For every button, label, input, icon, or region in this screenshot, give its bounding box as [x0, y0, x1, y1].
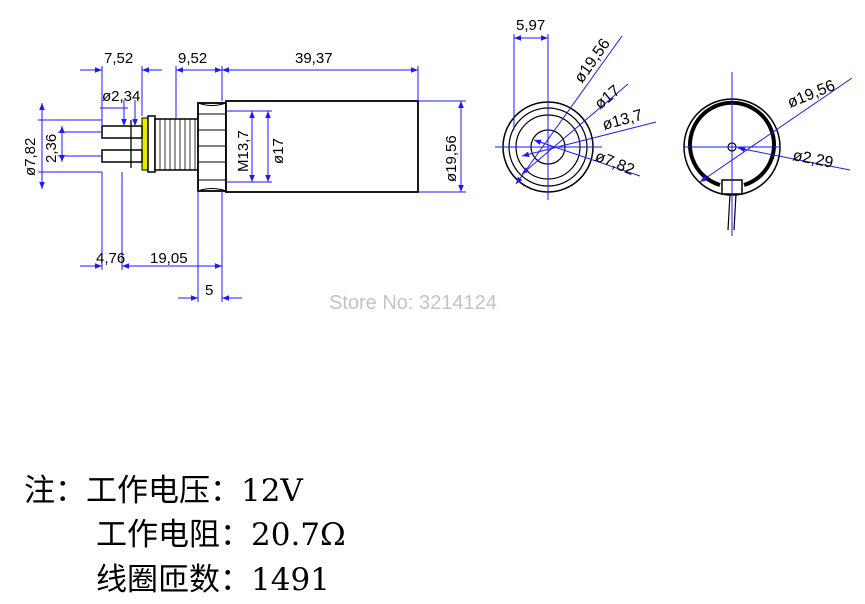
dim-rear-2-29: ø2,29 [791, 147, 835, 172]
dim-front-7-82: ø7,82 [593, 148, 637, 179]
dim-body-inner-dia: ø17 [270, 138, 287, 164]
dim-pin-dia: ø2,34 [102, 88, 140, 105]
dim-front-5-97: 5,97 [516, 17, 545, 34]
store-watermark: Store No: 3214124 [329, 292, 497, 314]
terminal-pins [101, 120, 143, 168]
dim-9-52: 9,52 [178, 50, 207, 67]
hex-nut [197, 102, 227, 192]
dim-front-19-56: ø19,56 [571, 36, 614, 87]
dim-pin-gap: 2,36 [43, 134, 60, 163]
side-view: 7,52 9,52 39,37 ø2,34 ø7,82 2,36 M13,7 ø… [22, 50, 466, 302]
dim-5: 5 [205, 282, 213, 299]
dim-19-05: 19,05 [150, 250, 188, 267]
dim-left-dia: ø7,82 [22, 138, 39, 176]
thread-section [154, 118, 202, 171]
dim-thread: M13,7 [235, 130, 252, 172]
front-view: 5,97 ø19,56 ø17 ø13,7 ø7,82 [495, 17, 657, 200]
dim-39-37: 39,37 [295, 50, 333, 67]
dim-7-52: 7,52 [104, 50, 133, 67]
rear-dimension-lines [684, 72, 853, 236]
rear-view: ø19,56 ø2,29 [683, 72, 853, 236]
solenoid-body [225, 100, 419, 193]
flange [147, 115, 156, 173]
coil-band [141, 117, 149, 171]
front-dimension-lines [495, 34, 657, 200]
side-dimension-lines [38, 66, 466, 302]
dim-rear-19-56: ø19,56 [785, 77, 838, 111]
dim-4-76: 4,76 [96, 250, 125, 267]
dim-front-13-7: ø13,7 [601, 107, 645, 134]
dim-front-17: ø17 [592, 82, 624, 113]
dim-body-outer-dia: ø19,56 [443, 135, 460, 182]
